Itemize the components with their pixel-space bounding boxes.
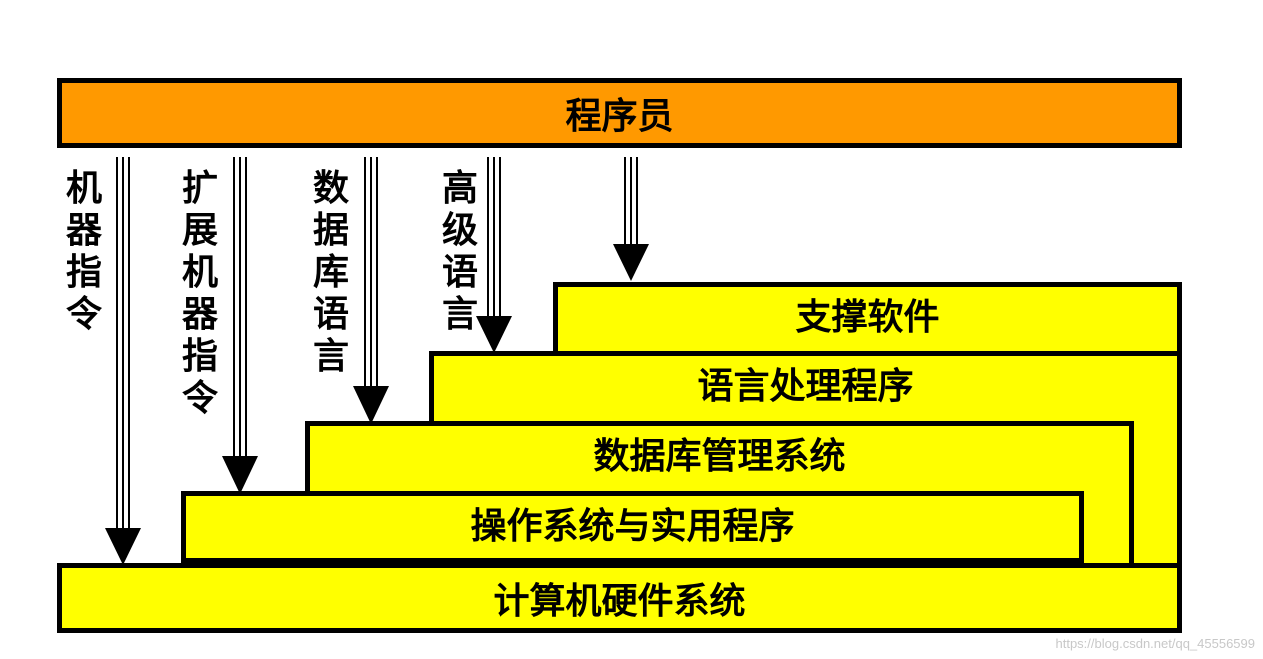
arrow-high-level-language: [476, 157, 512, 353]
interface-label-extended-machine-instructions: 扩展机器指令: [181, 168, 218, 419]
support-software-label: 支撑软件: [795, 297, 940, 338]
dbms-label: 数据库管理系统: [593, 436, 846, 477]
watermark: https://blog.csdn.net/qq_45556599: [1055, 636, 1256, 651]
arrow-database-language: [353, 157, 389, 424]
interface-label-high-level-language: 高级语言: [441, 168, 478, 335]
arrow-support-software: [613, 157, 649, 281]
programmer-label: 程序员: [565, 96, 674, 137]
arrow-extended-machine-instructions: [222, 157, 258, 494]
interface-label-database-language: 数据库语言: [312, 168, 349, 377]
os-utilities-box: 操作系统与实用程序: [181, 491, 1084, 563]
interface-label-machine-instructions: 机器指令: [65, 168, 102, 335]
language-processor-label: 语言处理程序: [697, 366, 914, 407]
programmer-box: 程序员: [57, 78, 1182, 148]
os-utilities-label: 操作系统与实用程序: [470, 506, 795, 547]
arrow-machine-instructions: [105, 157, 141, 565]
hardware-label: 计算机硬件系统: [493, 581, 746, 622]
hardware-box: 计算机硬件系统: [57, 563, 1182, 633]
